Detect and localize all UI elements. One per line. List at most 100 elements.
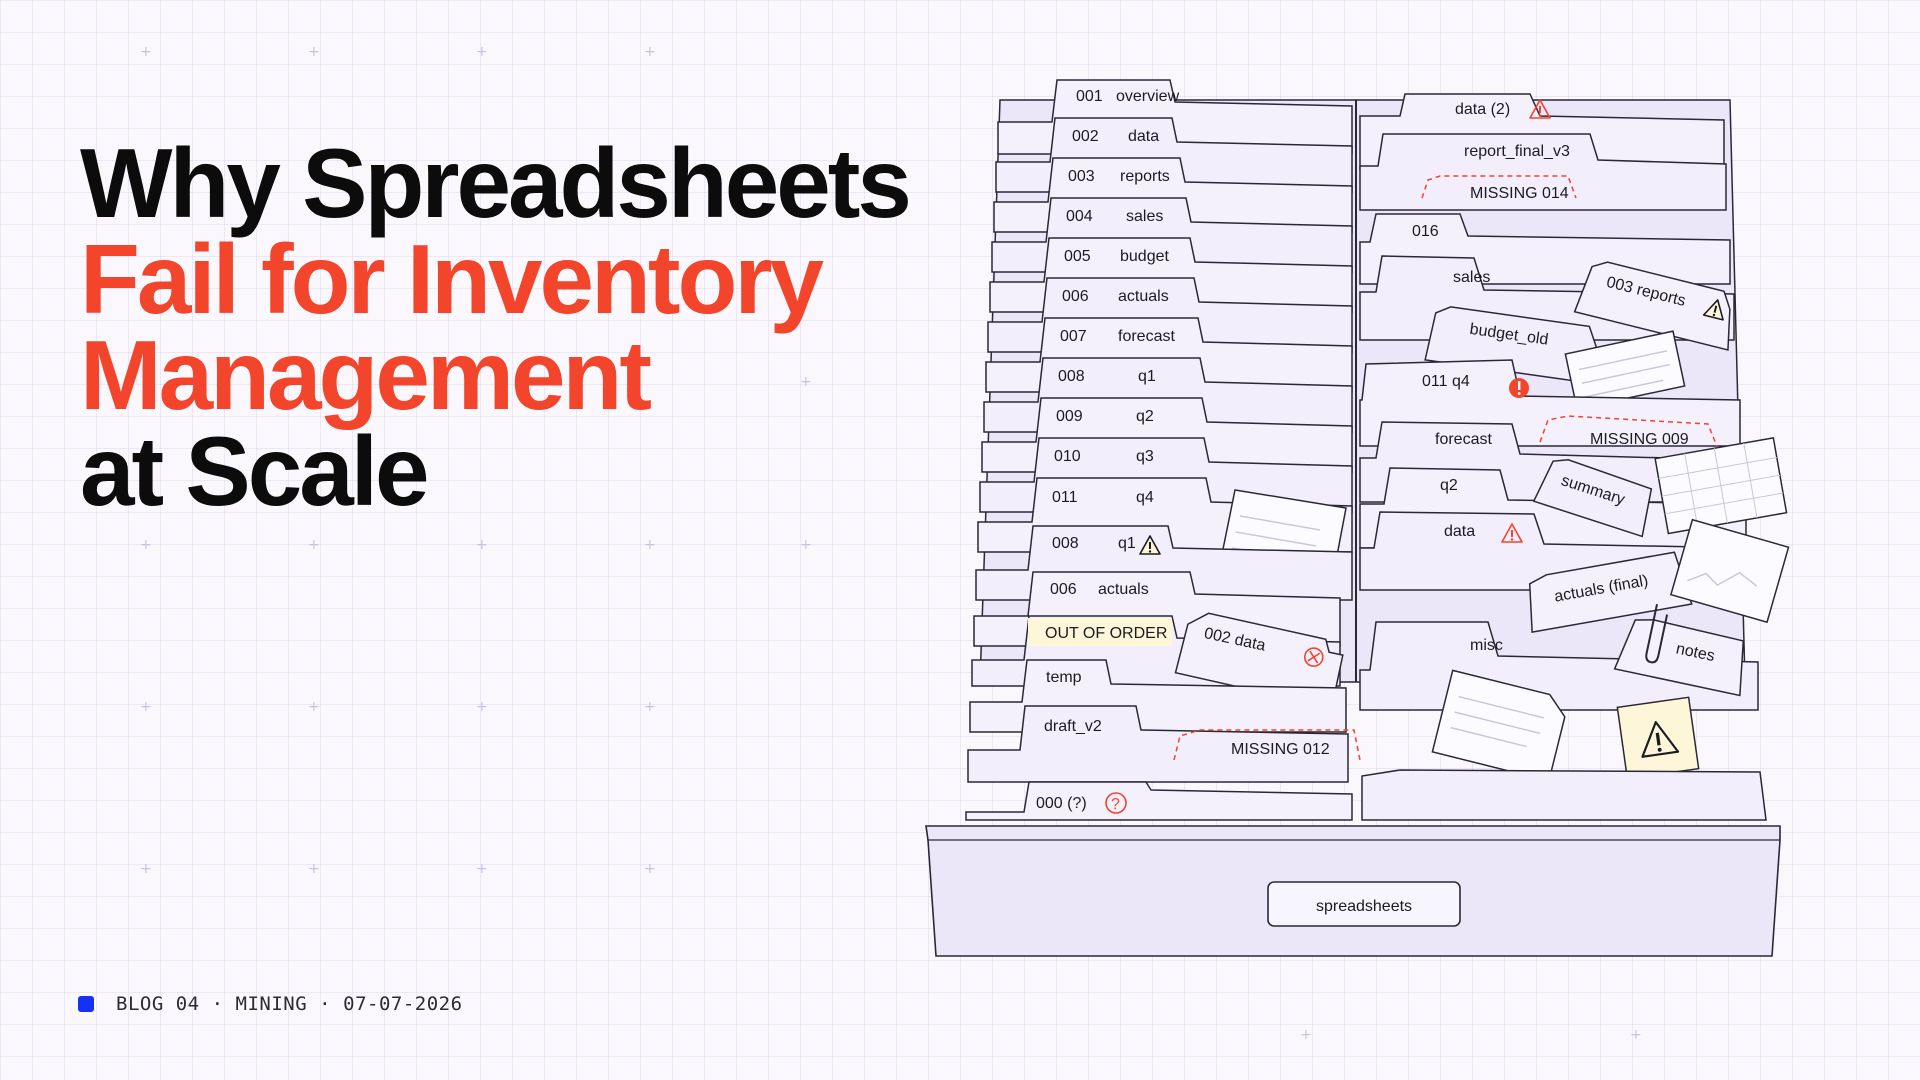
tab-number: 007 <box>1060 328 1087 345</box>
chart-paper <box>1669 518 1790 624</box>
missing-label: MISSING 014 <box>1470 185 1569 202</box>
tab-number: 011 <box>1052 489 1078 506</box>
tab-label: temp <box>1046 669 1082 686</box>
missing-label: MISSING 009 <box>1590 431 1689 448</box>
svg-text:?: ? <box>1111 796 1120 813</box>
blog-category: MINING <box>235 993 308 1015</box>
error-icon <box>1509 378 1529 398</box>
tab-label: misc <box>1470 637 1503 654</box>
tab-label: 016 <box>1412 223 1439 240</box>
folder-draft: draft_v2 <box>967 705 1349 783</box>
tab-label: sales <box>1453 269 1490 286</box>
grid-plus-mark: + <box>644 699 656 715</box>
title-line-1: Why Spreadsheets <box>80 134 912 232</box>
grid-plus-mark: + <box>476 861 488 877</box>
title-line-4: at Scale <box>80 416 429 526</box>
tab-number: 004 <box>1066 208 1093 225</box>
spreadsheet-paper <box>1654 436 1788 535</box>
tab-label: q2 <box>1440 477 1458 494</box>
tab-label: draft_v2 <box>1044 718 1102 735</box>
folder-report-final: report_final_v3 <box>1359 133 1727 211</box>
tab-label: report_final_v3 <box>1464 143 1570 160</box>
tilted-card-notes: notes <box>1613 604 1745 697</box>
grid-plus-mark: + <box>308 44 320 60</box>
missing-label: MISSING 012 <box>1231 741 1330 758</box>
tab-label: 011 q4 <box>1422 373 1470 390</box>
tab-number: 003 <box>1068 168 1095 185</box>
tab-label: data <box>1128 128 1159 145</box>
grid-plus-mark: + <box>308 537 320 553</box>
paperclip-icon <box>1645 604 1669 664</box>
title-word-why: Why <box>80 128 281 238</box>
close-circle-icon <box>1303 647 1324 667</box>
loose-paper <box>1564 330 1686 410</box>
tilted-card-actuals-final: actuals (final) <box>1528 551 1693 634</box>
tab-number: 009 <box>1056 408 1083 425</box>
title-line-3: Management <box>80 320 652 430</box>
tab-label: q4 <box>1136 489 1154 506</box>
tab-label: q1 <box>1138 368 1156 385</box>
blue-square-marker <box>78 996 94 1012</box>
tab-number: 006 <box>1062 288 1089 305</box>
grid-plus-mark: + <box>140 699 152 715</box>
out-of-order-label: OUT OF ORDER <box>1045 625 1167 642</box>
grid-plus-mark: + <box>644 537 656 553</box>
folder-back-bottom <box>1361 769 1767 821</box>
tab-number: 008 <box>1052 535 1079 552</box>
grid-plus-mark: + <box>476 699 488 715</box>
tab-number: 002 <box>1072 128 1099 145</box>
tab-number: 006 <box>1050 581 1077 598</box>
right-folder-column: data (2) report_final_v3 MISSING 014 016… <box>1359 93 1790 821</box>
folder-000: 000 (?) ? <box>965 781 1353 821</box>
grid-plus-mark: + <box>1300 1027 1312 1043</box>
tab-label: forecast <box>1118 328 1175 345</box>
grid-plus-mark: + <box>308 699 320 715</box>
file-drawer-svg: 001 overview 002 data 003 reports 004 sa… <box>925 79 1790 957</box>
grid-plus-mark: + <box>476 537 488 553</box>
tab-label: budget <box>1120 248 1169 265</box>
grid-plus-mark: + <box>140 861 152 877</box>
title-line-2: Fail for Inventory <box>80 224 824 334</box>
meta-separator: · <box>319 993 332 1015</box>
loose-paper <box>1431 669 1566 782</box>
drawer-label: spreadsheets <box>1316 898 1412 915</box>
sticky-warning-note <box>1616 696 1700 780</box>
grid-plus-mark: + <box>308 861 320 877</box>
title-word-spreadsheets: Spreadsheets <box>302 128 912 238</box>
missing-012-slot: MISSING 012 <box>1173 729 1361 761</box>
tilted-card-002: 002 data <box>1174 612 1344 709</box>
page-title: Why Spreadsheets Fail for Inventory Mana… <box>80 134 912 526</box>
grid-plus-mark: + <box>1630 1027 1642 1043</box>
grid-plus-mark: + <box>644 44 656 60</box>
grid-plus-mark: + <box>800 374 812 390</box>
drawer-front: spreadsheets <box>925 825 1781 957</box>
tab-label: q3 <box>1136 448 1154 465</box>
grid-plus-mark: + <box>644 861 656 877</box>
tab-number: 008 <box>1058 368 1085 385</box>
question-icon: ? <box>1105 792 1127 814</box>
tab-label: overview <box>1116 88 1180 105</box>
tilted-card-summary: summary <box>1532 459 1653 538</box>
meta-separator: · <box>211 993 224 1015</box>
tab-label: 000 (?) <box>1036 795 1087 812</box>
missing-014-slot: MISSING 014 <box>1421 175 1577 202</box>
left-folder-column: 001 overview 002 data 003 reports 004 sa… <box>965 79 1361 821</box>
tab-label: sales <box>1126 208 1163 225</box>
grid-plus-mark: + <box>140 537 152 553</box>
blog-date: 07-07-2026 <box>343 993 463 1015</box>
missing-009-slot: MISSING 009 <box>1539 415 1721 455</box>
tab-number: 005 <box>1064 248 1091 265</box>
grid-plus-mark: + <box>140 44 152 60</box>
tab-label: actuals <box>1098 581 1149 598</box>
tab-label: reports <box>1120 168 1170 185</box>
tilted-card-003-reports: 003 reports <box>1573 261 1731 351</box>
file-drawer-illustration: 001 overview 002 data 003 reports 004 sa… <box>900 70 1840 970</box>
tab-number: 001 <box>1076 88 1103 105</box>
warning-icon <box>1641 721 1680 758</box>
tab-label: data (2) <box>1455 101 1510 118</box>
grid-plus-mark: + <box>476 44 488 60</box>
tab-label: forecast <box>1435 431 1492 448</box>
grid-plus-mark: + <box>800 537 812 553</box>
tab-number: 010 <box>1054 448 1081 465</box>
tab-label: data <box>1444 523 1475 540</box>
